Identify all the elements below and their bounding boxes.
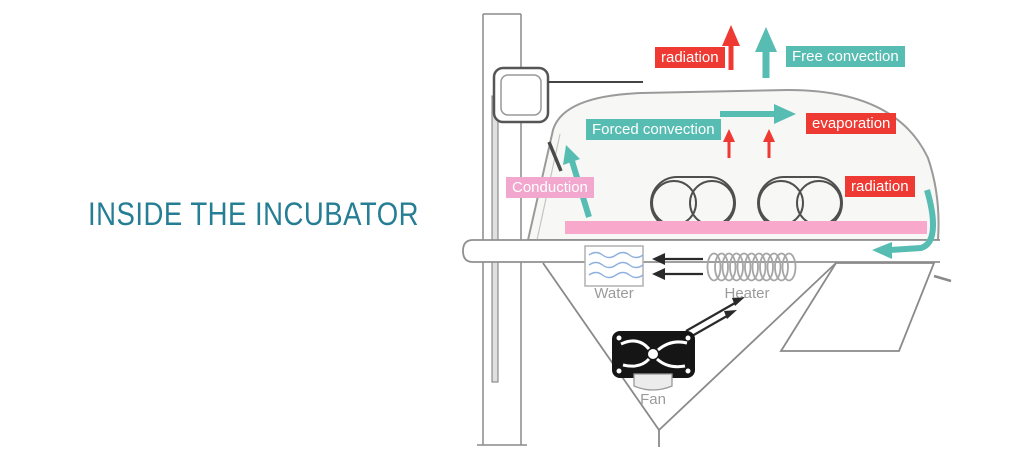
caption-heater: Heater bbox=[724, 285, 770, 302]
caption-water: Water bbox=[594, 285, 634, 302]
label-radiation-top: radiation bbox=[655, 47, 725, 68]
label-conduction: Conduction bbox=[506, 177, 594, 198]
water-tank-icon bbox=[584, 245, 644, 287]
sensor-box bbox=[492, 66, 643, 124]
label-free-convection: Free convection bbox=[786, 46, 905, 67]
evaporation-up-arrows bbox=[723, 129, 775, 158]
radiation-left-arrow bbox=[872, 189, 936, 259]
caption-fan: Fan bbox=[640, 391, 666, 408]
label-radiation-right: radiation bbox=[845, 176, 915, 197]
radiation-up-arrow bbox=[722, 25, 740, 70]
fan-pedestal bbox=[633, 373, 673, 391]
mattress bbox=[565, 221, 927, 234]
label-evaporation: evaporation bbox=[806, 113, 897, 134]
deck-shelf bbox=[462, 239, 940, 263]
label-forced-convection: Forced convection bbox=[586, 119, 721, 140]
heater-coil-icon bbox=[706, 252, 797, 282]
heater-to-water-arrows bbox=[652, 253, 703, 280]
free-convection-up-arrow bbox=[755, 27, 777, 78]
forced-convection-right-arrow bbox=[720, 104, 796, 124]
page-title: INSIDE THE INCUBATOR bbox=[88, 197, 419, 233]
fan-icon bbox=[612, 331, 695, 378]
